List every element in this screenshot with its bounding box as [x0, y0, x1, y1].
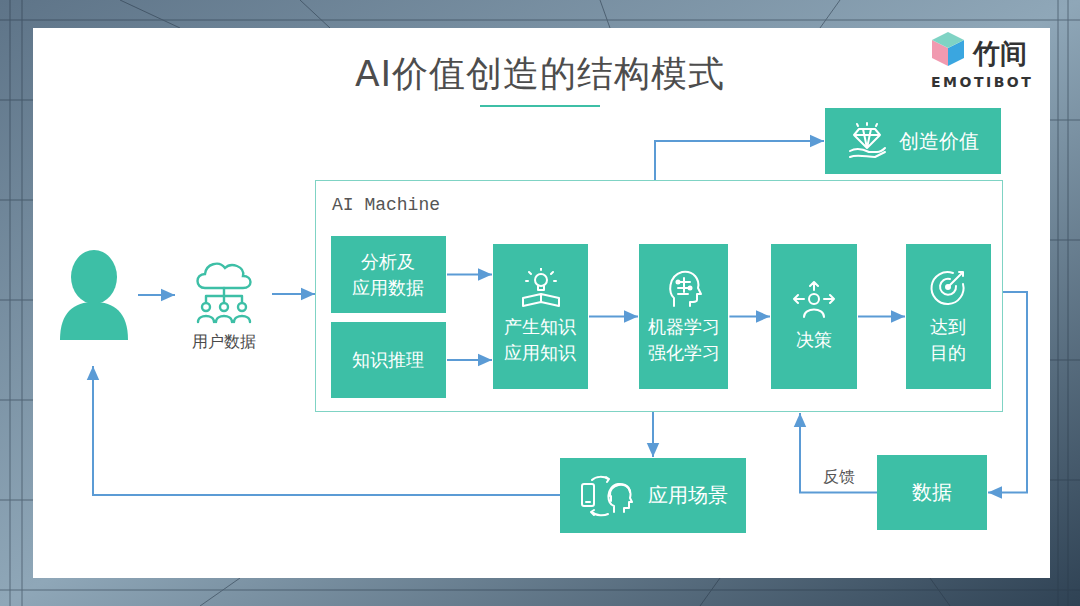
gem-icon	[847, 121, 887, 161]
arrow-connector	[272, 293, 315, 295]
node-text: 应用场景	[648, 482, 728, 509]
cloud-icon	[189, 258, 259, 324]
node-text: 创造价值	[899, 128, 979, 155]
title: AI价值创造的结构模式	[0, 50, 1080, 99]
arrow-connector	[988, 292, 1027, 493]
bulb-icon	[520, 268, 562, 308]
node-text: 用户数据	[192, 332, 256, 353]
node-text: 达到 目的	[928, 314, 969, 364]
node-text: 决策	[787, 327, 841, 352]
data-icon-node: 用户数据	[180, 258, 268, 358]
user-icon	[60, 250, 128, 340]
data-box: 数据	[877, 455, 987, 530]
arrow-connector	[652, 412, 654, 457]
scene-icon	[578, 474, 636, 518]
node-text: 分析及 应用数据	[350, 249, 427, 299]
logo-text: 竹间	[973, 36, 1027, 72]
arrow-connector	[447, 274, 492, 276]
arrow-connector	[589, 316, 638, 318]
process-box: 知识推理	[331, 322, 446, 398]
process-box: 达到 目的	[906, 244, 991, 389]
machine-container: AI Machine 分析及 应用数据知识推理 产生知识 应用知识 机器学习 强化学习…	[315, 180, 1003, 412]
white-panel	[33, 28, 1050, 578]
logo-text: EMOTIBOT	[931, 74, 1033, 90]
logo-mark	[932, 32, 964, 66]
node-text: 产生知识 应用知识	[502, 314, 579, 364]
value-box: 创造价值	[825, 108, 1001, 174]
arrow-connector	[800, 413, 877, 493]
process-box: 分析及 应用数据	[331, 236, 446, 313]
arrow-connector	[858, 316, 905, 318]
return-arrow	[93, 366, 560, 495]
user-arrow	[138, 294, 175, 296]
arrow-connector	[447, 359, 492, 361]
node-text: AI Machine	[332, 195, 440, 215]
process-box: 决策	[771, 244, 857, 389]
title-underline	[480, 105, 600, 107]
arrow-connector	[655, 141, 824, 180]
scene-box: 应用场景	[560, 458, 746, 533]
arrow-connector	[729, 316, 770, 318]
edge-label: 反馈	[820, 467, 858, 488]
node-text: 知识推理	[350, 347, 427, 372]
decide-icon	[792, 281, 836, 321]
node-text: 数据	[912, 479, 952, 506]
node-text: 机器学习 强化学习	[645, 314, 722, 364]
head-icon	[664, 268, 704, 308]
target-icon	[929, 268, 969, 308]
process-box: 机器学习 强化学习	[639, 244, 728, 389]
process-box: 产生知识 应用知识	[493, 244, 588, 389]
